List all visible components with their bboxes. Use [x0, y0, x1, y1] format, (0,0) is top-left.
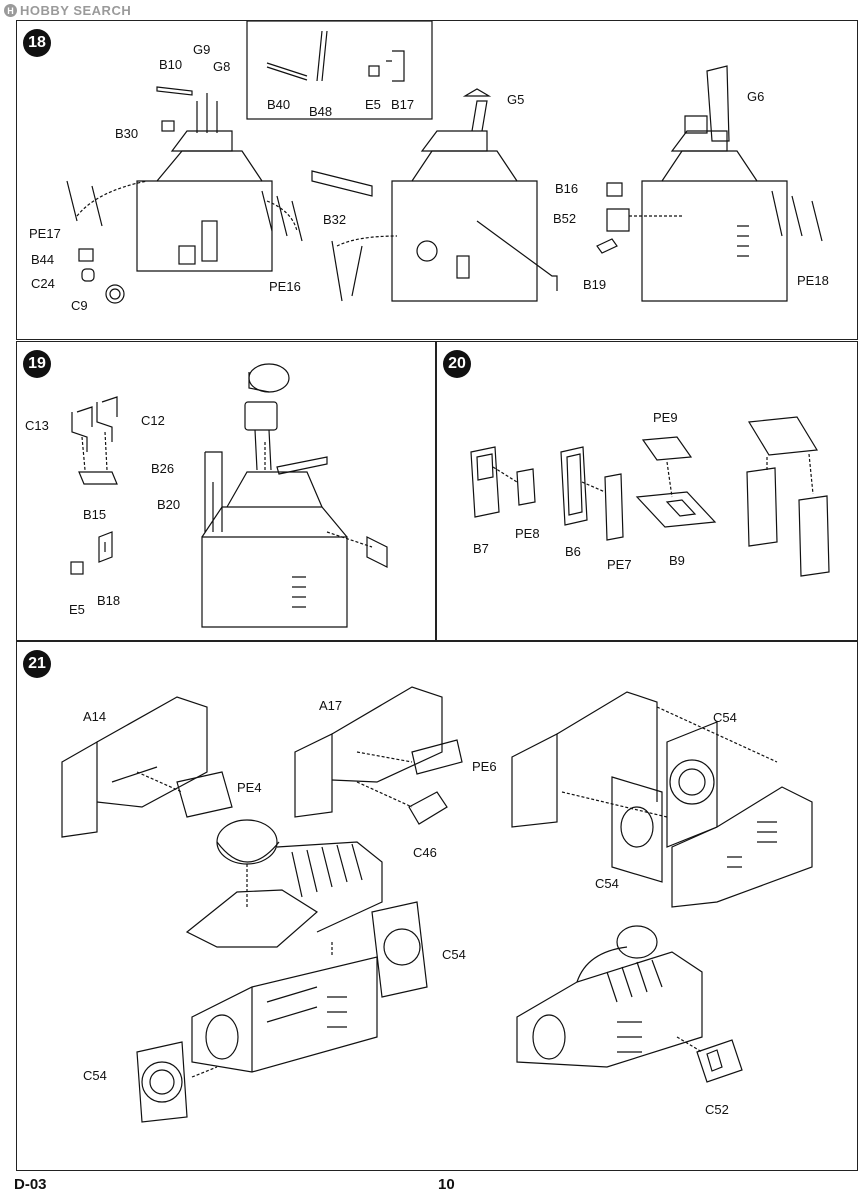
step-21-diagram: A14 PE4 A17 PE6 C46 C54 C54 C54 C54 C52 — [61, 686, 813, 1123]
parts-inset-box — [246, 21, 433, 120]
label-C46: C46 — [413, 845, 437, 860]
label-C12: C12 — [141, 413, 165, 428]
label-C52: C52 — [705, 1102, 729, 1117]
label-G9: G9 — [193, 42, 210, 57]
label-C13: C13 — [25, 418, 49, 433]
label-PE4: PE4 — [237, 780, 262, 795]
watermark-logo-icon: H — [4, 4, 17, 17]
label-PE8: PE8 — [515, 526, 540, 541]
footer-code: D-03 — [14, 1176, 47, 1193]
label-B52: B52 — [553, 211, 576, 226]
label-C54-b: C54 — [595, 876, 619, 891]
step-18-diagram: B10 G9 G8 B30 B40 B48 E5 B17 G5 G6 PE17 … — [29, 21, 829, 313]
label-C9: C9 — [71, 298, 88, 313]
label-B40: B40 — [267, 97, 290, 112]
label-B6: B6 — [565, 544, 581, 559]
label-G6: G6 — [747, 89, 764, 104]
label-PE9: PE9 — [653, 410, 678, 425]
label-C24: C24 — [31, 276, 55, 291]
label-E5: E5 — [365, 97, 381, 112]
watermark-text: HOBBY SEARCH — [20, 3, 132, 18]
step-21-badge: 21 — [23, 650, 51, 678]
label-G8: G8 — [213, 59, 230, 74]
label-PE16: PE16 — [269, 279, 301, 294]
label-PE17: PE17 — [29, 226, 61, 241]
step-19-diagram: C13 C12 B26 B20 B15 E5 B18 — [25, 363, 388, 628]
label-C54-a: C54 — [713, 710, 737, 725]
step-19-badge: 19 — [23, 350, 51, 378]
label-B9: B9 — [669, 553, 685, 568]
label-B19: B19 — [583, 277, 606, 292]
label-A17: A17 — [319, 698, 342, 713]
label-B32: B32 — [323, 212, 346, 227]
step-18-panel: 18 — [16, 20, 858, 340]
label-PE6: PE6 — [472, 759, 497, 774]
step-21-panel: 21 — [16, 641, 858, 1171]
page-number: 10 — [438, 1176, 455, 1193]
step-20-panel: 20 PE9 B7 PE8 B6 PE7 B9 — [436, 341, 858, 641]
label-B18: B18 — [97, 593, 120, 608]
label-B26: B26 — [151, 461, 174, 476]
label-B16: B16 — [555, 181, 578, 196]
label-B48: B48 — [309, 104, 332, 119]
watermark: H HOBBY SEARCH — [4, 3, 131, 18]
label-B15: B15 — [83, 507, 106, 522]
step-20-badge: 20 — [443, 350, 471, 378]
label-B30: B30 — [115, 126, 138, 141]
label-B20: B20 — [157, 497, 180, 512]
label-C54-d: C54 — [83, 1068, 107, 1083]
label-B10: B10 — [159, 57, 182, 72]
label-PE18: PE18 — [797, 273, 829, 288]
label-A14: A14 — [83, 709, 106, 724]
label-B44: B44 — [31, 252, 54, 267]
label-PE7: PE7 — [607, 557, 632, 572]
step-18-badge: 18 — [23, 29, 51, 57]
label-E5-19: E5 — [69, 602, 85, 617]
step-19-panel: 19 C13 C12 B26 B20 B — [16, 341, 436, 641]
label-B7: B7 — [473, 541, 489, 556]
step-20-diagram: PE9 B7 PE8 B6 PE7 B9 — [470, 410, 830, 577]
label-G5: G5 — [507, 92, 524, 107]
label-C54-c: C54 — [442, 947, 466, 962]
label-B17: B17 — [391, 97, 414, 112]
